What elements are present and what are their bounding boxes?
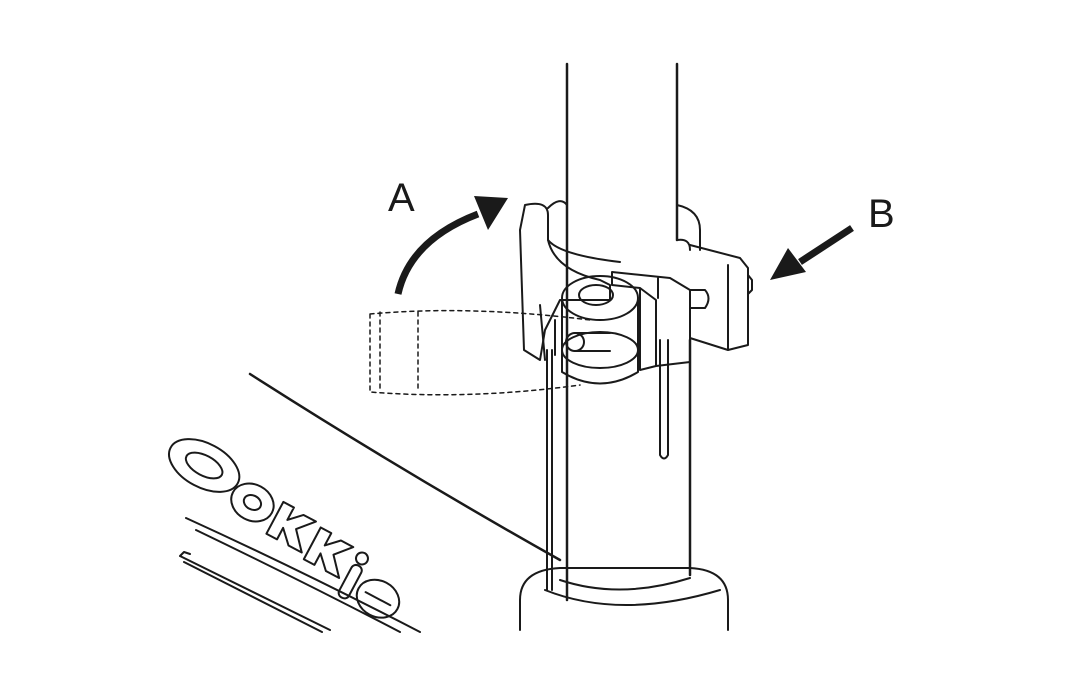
cam-bolt [561, 275, 639, 321]
frame-stripe [185, 517, 421, 633]
quick-release-lever [519, 202, 611, 361]
frame-rail [179, 551, 331, 633]
seat-tube [565, 62, 692, 602]
tube-slot [659, 339, 669, 460]
arrow-a-head [474, 196, 508, 230]
tube-collar [519, 567, 729, 631]
frame-curve [248, 372, 562, 562]
clamp-nut [689, 244, 753, 351]
logo [168, 438, 401, 619]
clamp-bracket [611, 271, 691, 371]
arrow-a [394, 210, 480, 295]
label-b: B [868, 192, 895, 236]
clamp-ring [547, 200, 701, 263]
label-a: A [388, 176, 415, 220]
arrow-b-head [770, 248, 806, 280]
frame-stripe [195, 529, 401, 633]
tube-lines [546, 349, 553, 591]
strap-ghost [369, 309, 591, 396]
arrow-b [798, 225, 854, 265]
